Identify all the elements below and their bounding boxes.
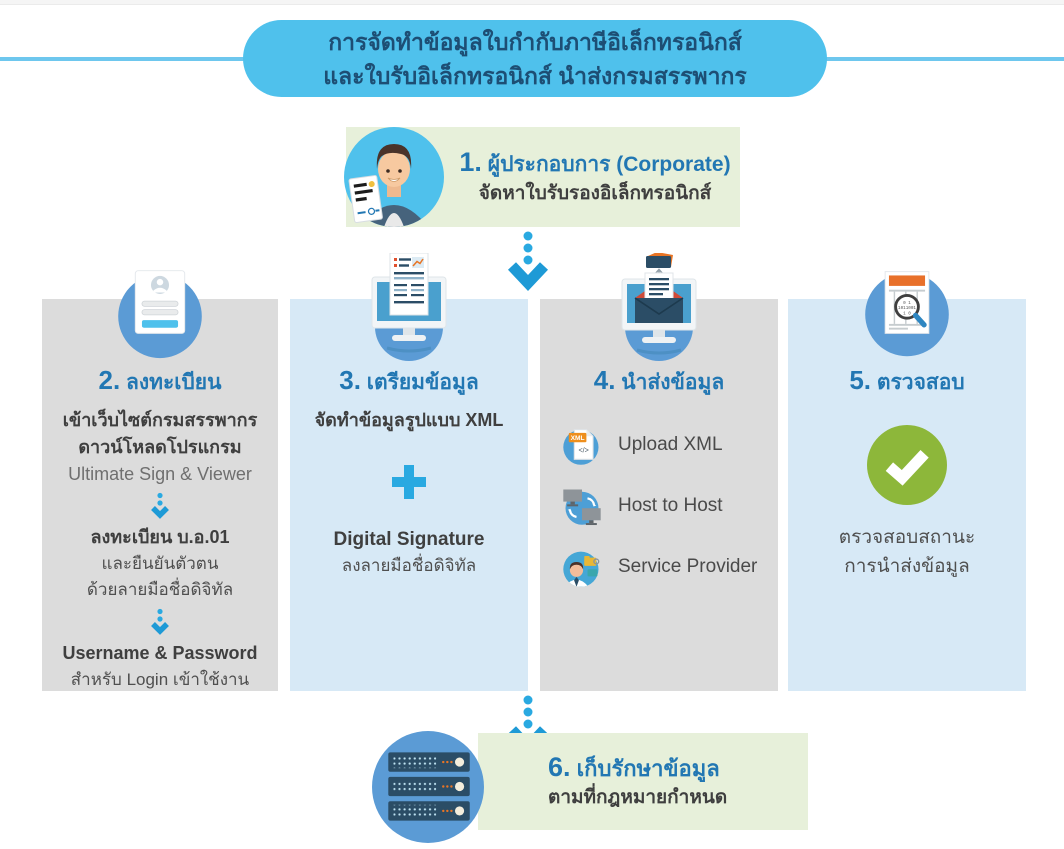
step2-line7: Username & Password (62, 643, 258, 663)
step5-line2: การนำส่งข้อมูล (844, 556, 970, 577)
corporate-avatar-icon (344, 127, 444, 227)
step2-line4: ลงทะเบียน บ.อ.01 (90, 527, 230, 547)
step5-panel: 0 1 1011001 1 0 5. ตรวจสอบ ตรวจสอบสถานะ … (788, 271, 1026, 691)
submit-method-label: Upload XML (618, 434, 723, 455)
banner-title-line1: การจัดทำข้อมูลใบกำกับภาษีอิเล็กทรอนิกส์ (328, 28, 742, 55)
xml-file-icon: XML </> (563, 429, 599, 465)
submit-method-row: Service Provider (560, 545, 778, 589)
step3-panel: 3. เตรียมข้อมูล จัดทำข้อมูลรูปแบบ XML Di… (290, 253, 528, 691)
submit-method-label: Service Provider (618, 556, 758, 577)
down-arrow-icon (507, 231, 549, 292)
step6-title: 6. เก็บรักษาข้อมูล (548, 752, 720, 782)
down-arrow-icon (151, 492, 169, 519)
down-arrow-icon (151, 608, 169, 635)
submit-method-label: Host to Host (618, 495, 723, 516)
register-form-icon (118, 270, 202, 359)
step2-line3: Ultimate Sign & Viewer (68, 464, 252, 484)
step3-heading: 3. เตรียมข้อมูล (339, 365, 479, 395)
step3-line2: Digital Signature (333, 529, 485, 550)
step2-line5: และยืนยันตัวตน (101, 554, 219, 573)
step1-title: 1. ผู้ประกอบการ (Corporate) (459, 147, 731, 177)
step2-line2: ดาวน์โหลดโปรแกรม (78, 437, 242, 457)
check-icon (867, 425, 947, 505)
step2-panel: 2. ลงทะเบียน เข้าเว็บไซต์กรมสรรพากร ดาวน… (42, 270, 278, 691)
svg-text:XML: XML (571, 435, 585, 442)
step2-line8: สำหรับ Login เข้าใช้งาน (70, 670, 250, 689)
svg-text:1 0: 1 0 (903, 311, 911, 316)
step6-panel: 6. เก็บรักษาข้อมูล ตามที่กฎหมายกำหนด (478, 733, 808, 830)
step6-subtitle: ตามที่กฎหมายกำหนด (548, 787, 728, 808)
step4-heading: 4. นำส่งข้อมูล (593, 365, 725, 395)
step2-line1: เข้าเว็บไซต์กรมสรรพากร (62, 410, 258, 430)
plus-icon (392, 465, 426, 499)
step3-line3: ลงลายมือชื่อดิจิทัล (341, 556, 477, 575)
prepare-data-icon (371, 253, 447, 361)
svg-text:</>: </> (578, 447, 588, 455)
svg-text:1011001: 1011001 (898, 306, 916, 311)
submit-data-icon (621, 253, 697, 361)
step4-panel: 4. นำส่งข้อมูล XML </> Upload XML (540, 253, 778, 691)
top-edge-divider (0, 0, 1064, 5)
step1-subtitle: จัดหาใบรับรองอิเล็กทรอนิกส์ (478, 183, 712, 204)
submit-method-row: Host to Host (560, 484, 778, 528)
submit-method-row: XML </> Upload XML (560, 423, 778, 467)
svg-text:0 1: 0 1 (903, 301, 911, 306)
step3-line1: จัดทำข้อมูลรูปแบบ XML (314, 410, 504, 430)
step2-heading: 2. ลงทะเบียน (98, 365, 222, 395)
banner-title-line2: และใบรับอิเล็กทรอนิกส์ นำส่งกรมสรรพากร (323, 62, 747, 89)
step2-line6: ด้วยลายมือชื่อดิจิทัล (86, 580, 234, 599)
step5-heading: 5. ตรวจสอบ (849, 365, 965, 395)
server-storage-icon (372, 731, 484, 843)
host-to-host-icon (563, 489, 601, 526)
title-banner: การจัดทำข้อมูลใบกำกับภาษีอิเล็กทรอนิกส์ … (243, 20, 827, 97)
service-provider-icon (563, 551, 600, 587)
step5-line1: ตรวจสอบสถานะ (838, 527, 976, 548)
verify-receipt-icon: 0 1 1011001 1 0 (865, 271, 949, 357)
step1-panel: 1. ผู้ประกอบการ (Corporate) จัดหาใบรับรอ… (344, 127, 740, 227)
